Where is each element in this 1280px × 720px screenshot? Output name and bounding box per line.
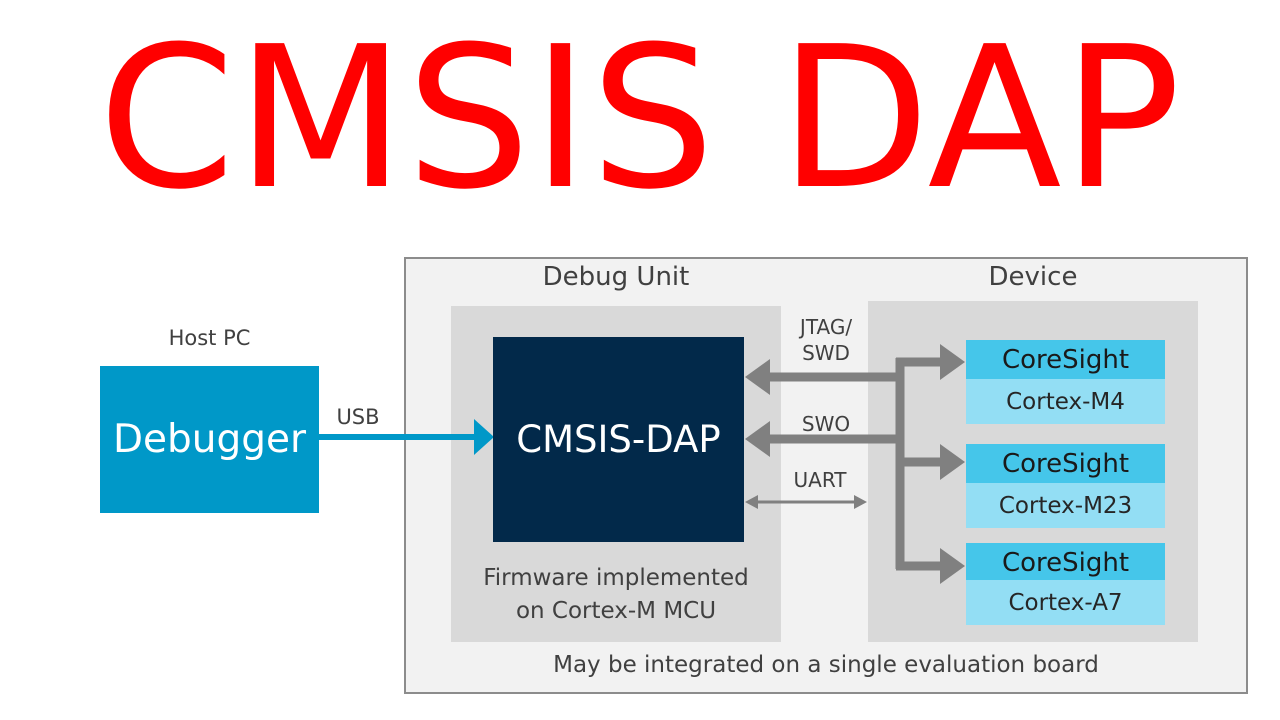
debug-unit-title: Debug Unit [542, 262, 690, 292]
branch-m23-arrowhead [940, 444, 965, 480]
swo-arrowhead [745, 421, 770, 457]
uart-left-arrowhead [745, 495, 758, 509]
branch-m4-arrowhead [940, 344, 965, 380]
device-title: Device [988, 262, 1078, 292]
core-m4: Cortex-M4 [966, 379, 1165, 424]
cmsis-dap-label: CMSIS-DAP [516, 418, 721, 461]
firmware-note-line2: on Cortex-M MCU [515, 598, 717, 624]
host-pc-label: Host PC [168, 326, 251, 350]
jtag-swd-label: JTAG/ SWD [790, 314, 862, 366]
debugger-box: Debugger [100, 366, 319, 513]
jtag-label-line2: SWD [802, 341, 850, 365]
coresight-a7: CoreSight [966, 543, 1165, 582]
page-title: CMSIS DAP [98, 5, 1182, 233]
firmware-note-line1: Firmware implemented [483, 565, 749, 591]
evaluation-board-note: May be integrated on a single evaluation… [553, 652, 1099, 678]
debugger-label: Debugger [112, 417, 307, 462]
branch-a7-arrowhead [940, 548, 965, 584]
core-m23: Cortex-M23 [966, 483, 1165, 528]
core-a7: Cortex-A7 [966, 580, 1165, 625]
coresight-m23: CoreSight [966, 444, 1165, 483]
cmsis-dap-box: CMSIS-DAP [493, 337, 744, 542]
uart-label: UART [793, 468, 847, 492]
jtag-label-line1: JTAG/ [799, 315, 853, 339]
usb-label: USB [336, 405, 380, 429]
coresight-m4: CoreSight [966, 340, 1165, 379]
swo-label: SWO [801, 412, 851, 436]
uart-right-arrowhead [854, 495, 867, 509]
usb-arrowhead [474, 419, 494, 455]
jtag-arrowhead [745, 359, 770, 395]
firmware-note: Firmware implemented on Cortex-M MCU [451, 562, 781, 628]
